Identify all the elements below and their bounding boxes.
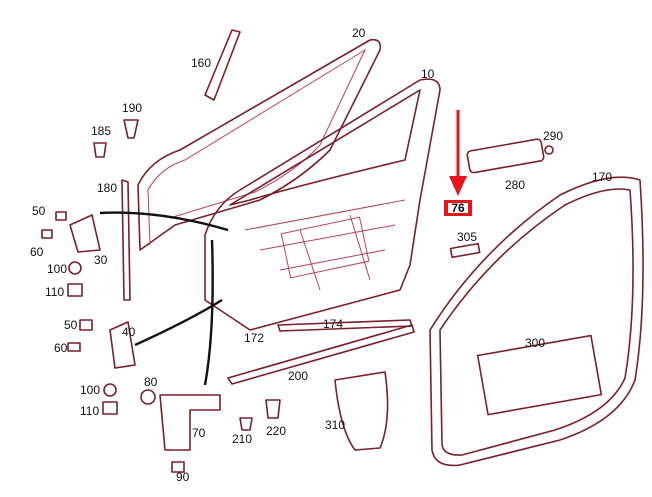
label-172: 172	[244, 331, 264, 345]
clip-100a[interactable]	[68, 261, 82, 275]
bolts-50-60-lower[interactable]	[67, 319, 93, 352]
label-200: 200	[288, 369, 308, 383]
label-185: 185	[91, 124, 111, 138]
arrow-down-icon	[449, 176, 467, 196]
label-310: 310	[325, 418, 345, 432]
bolt-90[interactable]	[171, 461, 185, 473]
hinge-40[interactable]	[109, 321, 136, 369]
leader-line-middle	[203, 239, 214, 386]
clip-220[interactable]	[265, 399, 281, 419]
label-110: 110	[45, 285, 64, 299]
label-60: 60	[30, 245, 44, 259]
hinge-30[interactable]	[69, 214, 101, 253]
screw-290[interactable]	[544, 145, 554, 155]
label-220: 220	[266, 424, 286, 438]
bolts-50-60[interactable]	[41, 211, 67, 239]
label-280: 280	[505, 178, 525, 192]
label-60-lower: 60	[54, 341, 68, 355]
clip-185[interactable]	[93, 142, 107, 158]
label-10: 10	[421, 67, 435, 81]
label-300: 300	[525, 336, 545, 350]
label-40: 40	[122, 325, 136, 339]
part-310[interactable]	[334, 371, 389, 451]
label-180: 180	[97, 181, 117, 195]
label-110-lower: 110	[80, 404, 99, 418]
highlight-label: 76	[451, 201, 465, 215]
clip-190[interactable]	[123, 119, 139, 139]
bolt-80[interactable]	[140, 389, 156, 405]
part-305[interactable]	[449, 242, 481, 259]
label-70: 70	[192, 426, 206, 440]
leader-line-upper	[99, 211, 229, 232]
label-20: 20	[352, 26, 366, 40]
clip-210[interactable]	[239, 417, 253, 431]
strip-200[interactable]	[227, 324, 415, 385]
strip-174[interactable]	[277, 319, 413, 332]
strip-160[interactable]	[204, 29, 241, 101]
label-50: 50	[32, 204, 46, 218]
label-174: 174	[323, 317, 343, 331]
clip-110b[interactable]	[102, 401, 118, 415]
label-305: 305	[457, 230, 477, 244]
clip-110a[interactable]	[67, 283, 83, 297]
label-90: 90	[176, 470, 190, 484]
strip-180[interactable]	[121, 179, 131, 301]
door-seal-170[interactable]	[429, 176, 644, 467]
label-170: 170	[592, 170, 612, 184]
label-80: 80	[144, 375, 158, 389]
leader-line-lower	[134, 298, 223, 347]
clip-100b[interactable]	[103, 383, 117, 397]
label-30: 30	[94, 253, 108, 267]
door-shell-10[interactable]	[204, 78, 441, 331]
window-seal-20[interactable]	[137, 38, 382, 251]
label-100: 100	[47, 262, 67, 276]
check-strap-70[interactable]	[159, 394, 221, 451]
panel-300[interactable]	[476, 334, 603, 416]
label-290: 290	[543, 129, 563, 143]
label-50-lower: 50	[64, 318, 78, 332]
label-100-lower: 100	[80, 383, 100, 397]
handle-280[interactable]	[466, 138, 545, 174]
label-160: 160	[191, 56, 211, 70]
label-190: 190	[122, 101, 142, 115]
label-210: 210	[232, 432, 252, 446]
